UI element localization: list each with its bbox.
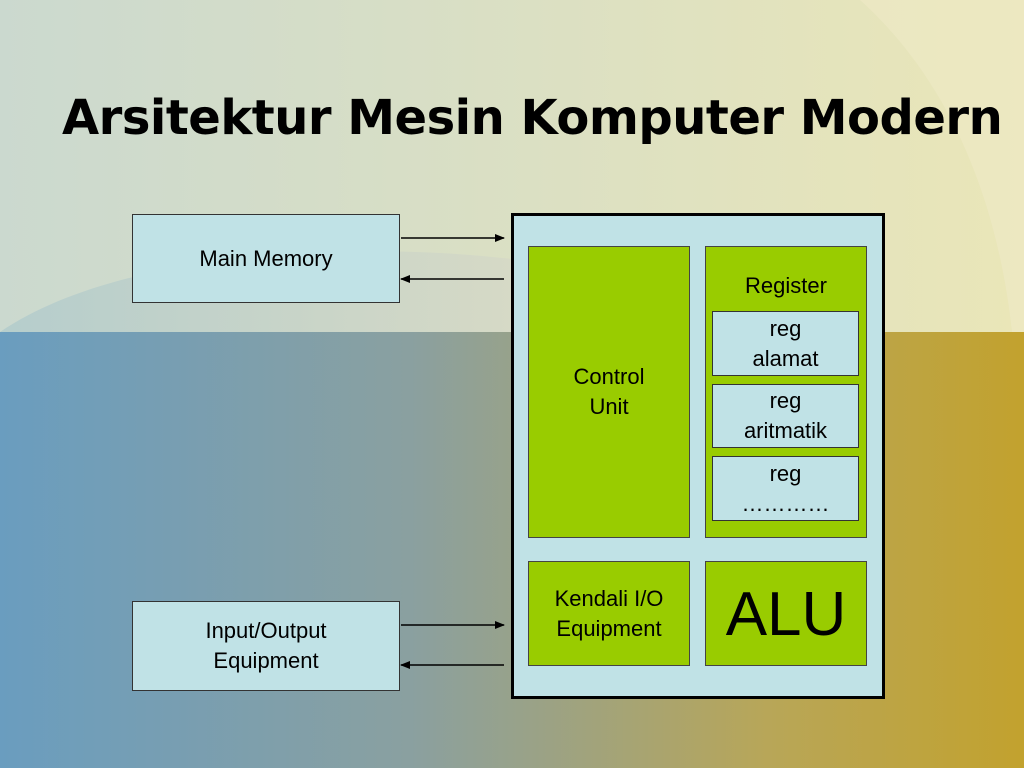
register-item: reg alamat xyxy=(712,311,859,376)
io-equipment-block: Input/Output Equipment xyxy=(132,601,400,691)
register-item: reg aritmatik xyxy=(712,384,859,448)
control-unit-label-line2: Unit xyxy=(589,394,629,419)
register-item-line2: aritmatik xyxy=(743,418,828,443)
register-item-line1: reg xyxy=(769,388,802,414)
register-item: reg ………… xyxy=(712,456,859,521)
register-item-line1: reg xyxy=(769,460,802,486)
alu-block: ALU xyxy=(705,561,867,666)
io-control-block: Kendali I/O Equipment xyxy=(528,561,690,666)
io-equipment-label-line2: Equipment xyxy=(213,648,319,673)
io-equipment-label-line1: Input/Output xyxy=(205,618,327,644)
register-label: Register xyxy=(745,273,827,298)
control-unit-block: Control Unit xyxy=(528,246,690,538)
register-item-line2: ………… xyxy=(741,490,830,516)
register-item-line2: alamat xyxy=(752,345,819,371)
io-control-label-line1: Kendali I/O xyxy=(554,585,664,611)
slide-title: Arsitektur Mesin Komputer Modern xyxy=(62,90,1003,146)
control-unit-label-line1: Control xyxy=(573,364,645,390)
main-memory-block: Main Memory xyxy=(132,214,400,303)
register-item-line1: reg xyxy=(769,315,802,341)
io-control-label-line2: Equipment xyxy=(556,615,662,641)
main-memory-label: Main Memory xyxy=(199,245,333,271)
alu-label: ALU xyxy=(725,580,847,649)
